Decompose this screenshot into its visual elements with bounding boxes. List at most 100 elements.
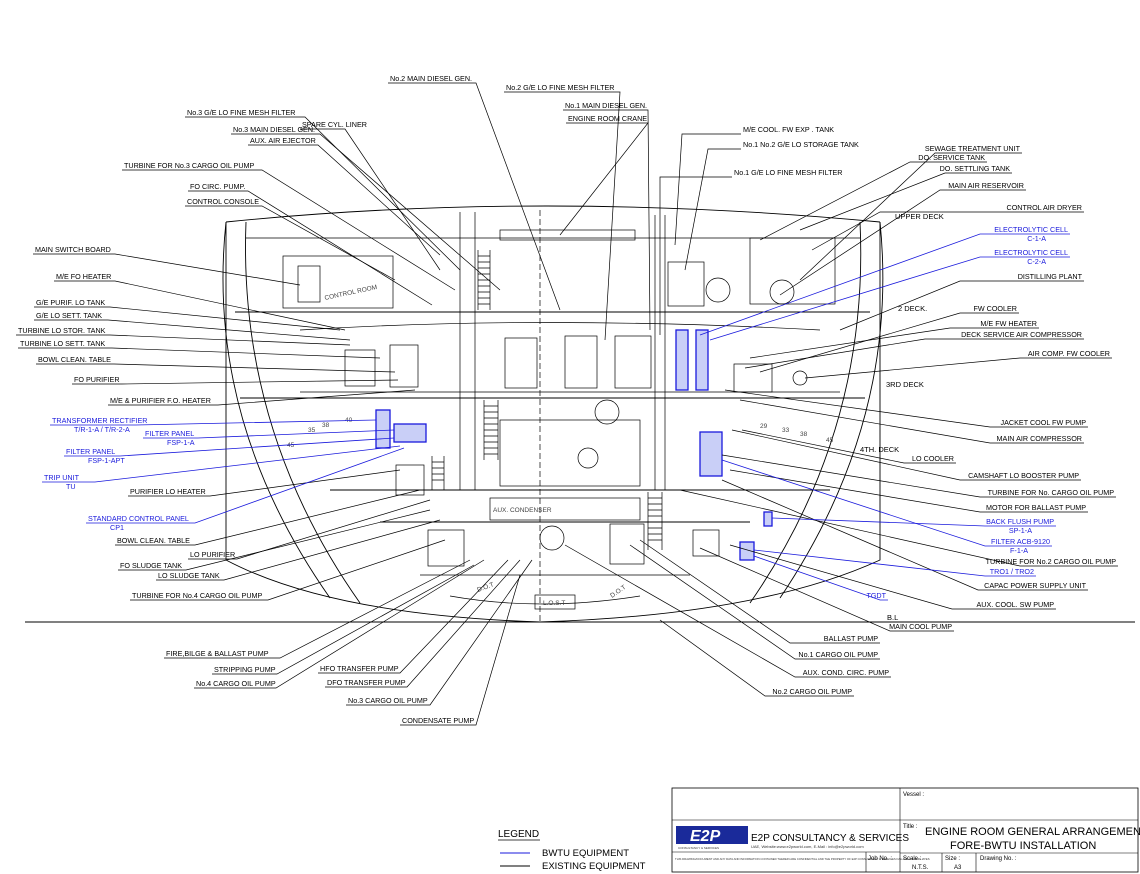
motor-for-ballast-pump-leader [729, 469, 1088, 513]
cargo-pump-box-2 [609, 523, 645, 565]
me-purifier-fo-heater-leader [108, 389, 416, 406]
turbine-block [344, 349, 376, 387]
no2-cargo-oil-pump-label: No.2 CARGO OIL PUMP [772, 687, 852, 696]
spare-cyl-liner-leader [300, 128, 441, 271]
gen-3 [614, 335, 652, 389]
no1-main-diesel-gen-leader [563, 109, 651, 331]
fw-cooler-leader [759, 312, 1019, 373]
no3-cargo-oil-pump-label: No.3 CARGO OIL PUMP [348, 696, 428, 705]
back-flush-pump-tag: SP-1-A [1009, 526, 1032, 535]
filter-panel-fsp1a-label: FILTER PANEL [145, 429, 194, 438]
gen-1 [504, 337, 538, 389]
frame-label-r2: 38 [800, 431, 808, 438]
company-contact: UAE, Website:www.e2pworld.com, E-Mail : … [751, 844, 864, 849]
lo-purifier-label: LO PURIFIER [190, 550, 235, 559]
air-reservoir-1 [705, 277, 731, 303]
tro-shape [739, 541, 755, 561]
transformer-rectifier-leader [50, 419, 377, 426]
turbine-no2-cargo-oil-pump-label: TURBINE FOR No.2 CARGO OIL PUMP [986, 557, 1117, 566]
scale-label: Scale : [903, 856, 922, 862]
turbine-no3-cargo-oil-pump-leader [122, 169, 456, 291]
electrolytic-cell-c1a-label: ELECTROLYTIC CELL [994, 225, 1068, 234]
fo-sludge-tank-label: FO SLUDGE TANK [120, 561, 182, 570]
turbine-no2-cargo-oil-pump-leader [679, 489, 1118, 567]
filter-panel-fsp1a-leader [143, 429, 395, 439]
me-fw-heater-label: M/E FW HEATER [980, 319, 1037, 328]
me-cool-fw-exp-tank-label: M/E COOL. FW EXP . TANK [743, 125, 834, 134]
control-console-leader [185, 205, 396, 281]
main-air-reservoir-leader [779, 189, 1026, 296]
ge-purif-lo-tank-leader [34, 306, 341, 331]
legend: LEGEND BWTU EQUIPMENT EXISTING EQUIPMENT [498, 829, 646, 872]
confidential-notice: THIS DRAWING/DOCUMENT AND ANY DATA AND I… [675, 857, 930, 861]
baseline-label: B.L [887, 613, 898, 622]
condensate-pump-leader [400, 574, 521, 726]
no2-cargo-oil-pump-leader [659, 619, 854, 697]
standard-control-panel-tag: CP1 [110, 523, 124, 532]
bowl-clean-table-2-label: BOWL CLEAN. TABLE [117, 536, 190, 545]
trip-unit-tag: TU [66, 482, 76, 491]
frame-label-l3: 45 [287, 442, 295, 449]
lost-box [534, 594, 576, 610]
air-comp-fw-cooler-leader [804, 357, 1112, 379]
second-deck-curve [299, 322, 821, 331]
no3-cargo-oil-pump-leader [346, 559, 533, 706]
no2-main-diesel-gen-leader [388, 82, 561, 311]
size-value: A3 [954, 865, 962, 871]
aux-cond-circ-pump-leader [564, 544, 891, 678]
drawing-no-label: Drawing No. : [980, 856, 1017, 862]
tro-leader [753, 549, 1036, 577]
transformer-rectifier-tag: T/R-1-A / T/R-2-A [74, 425, 130, 434]
aux-cool-sw-pump-label: AUX. COOL. SW PUMP [977, 600, 1055, 609]
turbine-lo-sett-tank-leader [18, 347, 381, 359]
control-room-box [282, 255, 394, 309]
aux-condenser-label: AUX. CONDENSER [493, 507, 552, 514]
aux-air-ejector-label: AUX. AIR EJECTOR [250, 136, 316, 145]
lost-label: L.O.S.T [543, 600, 565, 607]
purifier-lo-heater-label: PURIFIER LO HEATER [130, 487, 206, 496]
standard-control-panel-leader [86, 447, 405, 524]
deck-service-air-compressor-leader [744, 338, 1084, 369]
standard-control-panel-label: STANDARD CONTROL PANEL [88, 514, 189, 523]
ge-lo-sett-tank-label: G/E LO SETT. TANK [36, 311, 102, 320]
dot2-label: D.O.T [609, 584, 627, 600]
aux-cond-circ-pump-label: AUX. COND. CIRC. PUMP [803, 668, 889, 677]
do-tanks-box [749, 237, 836, 305]
fo-circ-pump-label: FO CIRC. PUMP. [190, 182, 245, 191]
frame-label-l1: 38 [322, 422, 330, 429]
second-deck-label: 2 DECK. [898, 304, 927, 313]
frame-label-r0: 29 [760, 423, 768, 430]
compressor-box [733, 363, 773, 393]
main-air-compressor-leader [739, 399, 1084, 444]
stripping-pump-label: STRIPPING PUMP [214, 665, 276, 674]
logo-text: E2P [690, 828, 721, 845]
fire-bilge-ballast-pump-label: FIRE,BILGE & BALLAST PUMP [166, 649, 269, 658]
gen-2 [564, 335, 598, 389]
electrolytic-cell-c2a-label: ELECTROLYTIC CELL [994, 248, 1068, 257]
no1-cargo-oil-pump-label: No.1 CARGO OIL PUMP [798, 650, 878, 659]
hull-arc-3 [779, 221, 884, 599]
engine-room-crane-label: ENGINE ROOM CRANE [568, 114, 647, 123]
capac-power-supply-unit-label: CAPAC POWER SUPPLY UNIT [984, 581, 1086, 590]
air-comp-circle [792, 370, 808, 386]
camshaft-lo-booster-pump-label: CAMSHAFT LO BOOSTER PUMP [968, 471, 1079, 480]
me-fo-heater-label: M/E FO HEATER [56, 272, 111, 281]
cargo-pump-box-1 [427, 529, 465, 567]
legend-title: LEGEND [498, 829, 539, 840]
deck-labels: UPPER DECK 2 DECK. 3RD DECK 4TH. DECK B.… [860, 212, 944, 622]
drawing-title-line2: FORE-BWTU INSTALLATION [950, 840, 1096, 852]
aux-air-ejector-leader [248, 144, 441, 256]
air-reservoir-2 [769, 279, 795, 305]
air-comp-fw-cooler-label: AIR COMP. FW COOLER [1028, 349, 1110, 358]
purifier-block [389, 344, 419, 388]
frame-label-r1: 33 [782, 427, 790, 434]
turbine-no-cargo-oil-pump-leader [721, 454, 1116, 498]
fire-bilge-ballast-pump-leader [164, 559, 471, 659]
filter-panel-fsp1a-tag: FSP-1-A [167, 438, 195, 447]
fw-cooler-label: FW COOLER [973, 304, 1017, 313]
filter-acb-label: FILTER ACB-9120 [991, 537, 1050, 546]
aux-cond-circ-pump [539, 525, 565, 551]
back-flush-pump-leader [771, 517, 1056, 527]
engine-room-crane-rail [499, 229, 636, 241]
